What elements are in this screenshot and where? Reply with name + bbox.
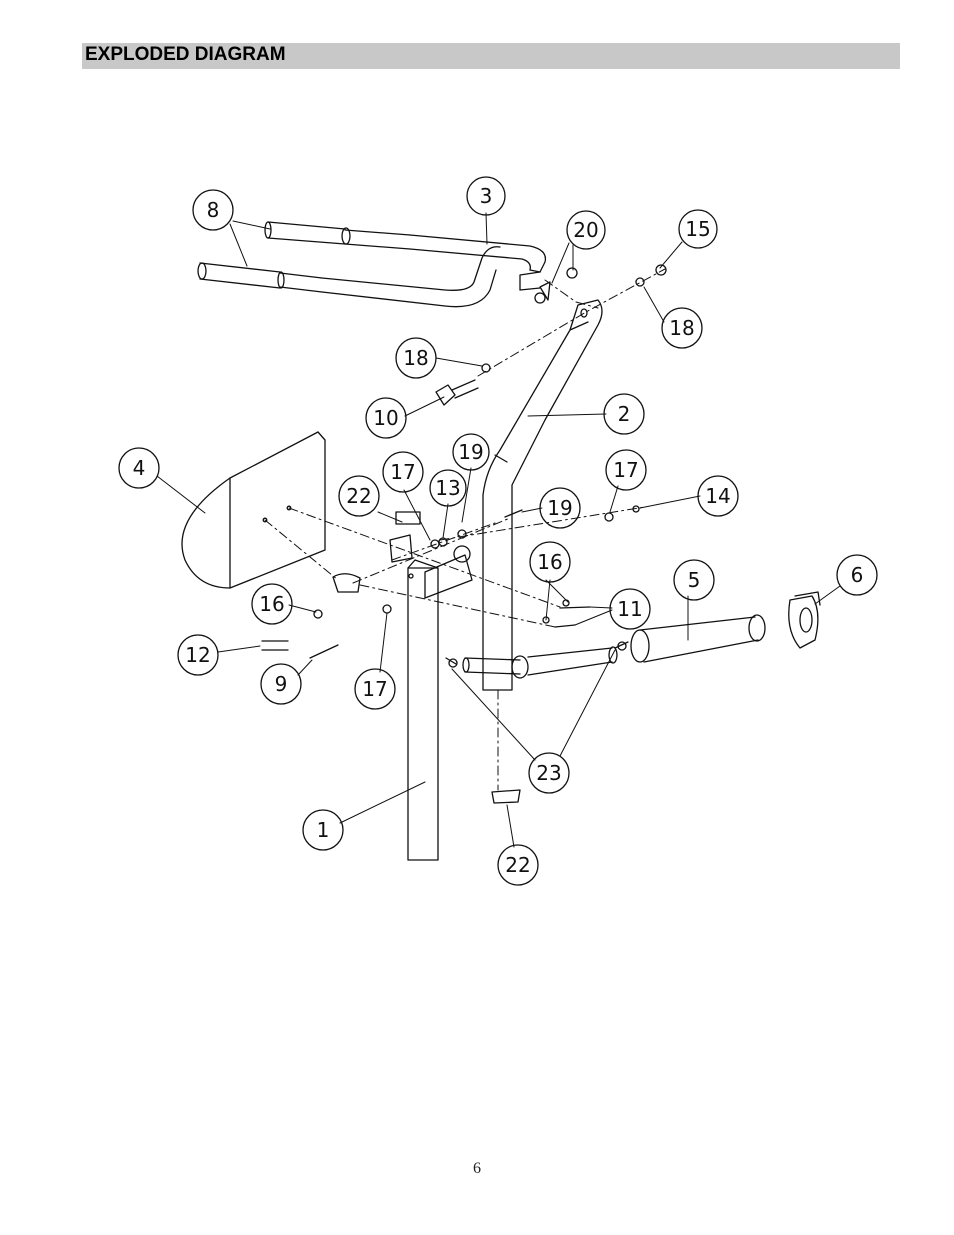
leader-lines — [156, 212, 841, 848]
callout-9: 9 — [275, 672, 288, 696]
part-handle-bar — [197, 221, 547, 308]
section-header: EXPLODED DIAGRAM — [82, 43, 900, 69]
callout-15: 15 — [685, 217, 710, 241]
page-number: 6 — [473, 1160, 481, 1177]
callout-5: 5 — [688, 568, 701, 592]
callout-labels: 8 3 20 15 18 18 10 2 4 19 17 13 22 17 14… — [133, 184, 864, 877]
callout-10: 10 — [373, 406, 398, 430]
callout-12: 12 — [185, 643, 210, 667]
callout-14: 14 — [705, 484, 730, 508]
part-washers — [262, 264, 667, 668]
callout-18-left: 18 — [403, 346, 428, 370]
callout-23: 23 — [536, 761, 561, 785]
callout-8: 8 — [207, 198, 220, 222]
callout-16-left: 16 — [259, 592, 284, 616]
part-upright-tube — [482, 299, 603, 691]
callout-2: 2 — [618, 402, 631, 426]
part-pad — [181, 431, 326, 589]
callout-22-lower: 22 — [505, 853, 530, 877]
callout-18-right: 18 — [669, 316, 694, 340]
callout-17-lower: 17 — [362, 677, 387, 701]
callout-17-right: 17 — [613, 458, 638, 482]
callout-11: 11 — [617, 597, 642, 621]
callout-circles — [118, 176, 878, 886]
callout-20: 20 — [573, 218, 598, 242]
callout-4: 4 — [133, 456, 146, 480]
callout-6: 6 — [851, 563, 864, 587]
callout-3: 3 — [480, 184, 493, 208]
callout-19-lower: 19 — [547, 496, 572, 520]
callout-17-upper-left: 17 — [390, 460, 415, 484]
section-title: EXPLODED DIAGRAM — [85, 44, 286, 65]
part-lower-bar — [462, 614, 766, 679]
callout-22-upper: 22 — [346, 484, 371, 508]
assembly-lines — [264, 268, 666, 791]
part-collar — [788, 591, 821, 649]
callout-16-right: 16 — [537, 550, 562, 574]
callout-1: 1 — [317, 818, 330, 842]
callout-19-upper: 19 — [458, 440, 483, 464]
part-main-post — [407, 554, 473, 861]
part-hardware — [261, 281, 629, 804]
callout-13: 13 — [435, 476, 460, 500]
